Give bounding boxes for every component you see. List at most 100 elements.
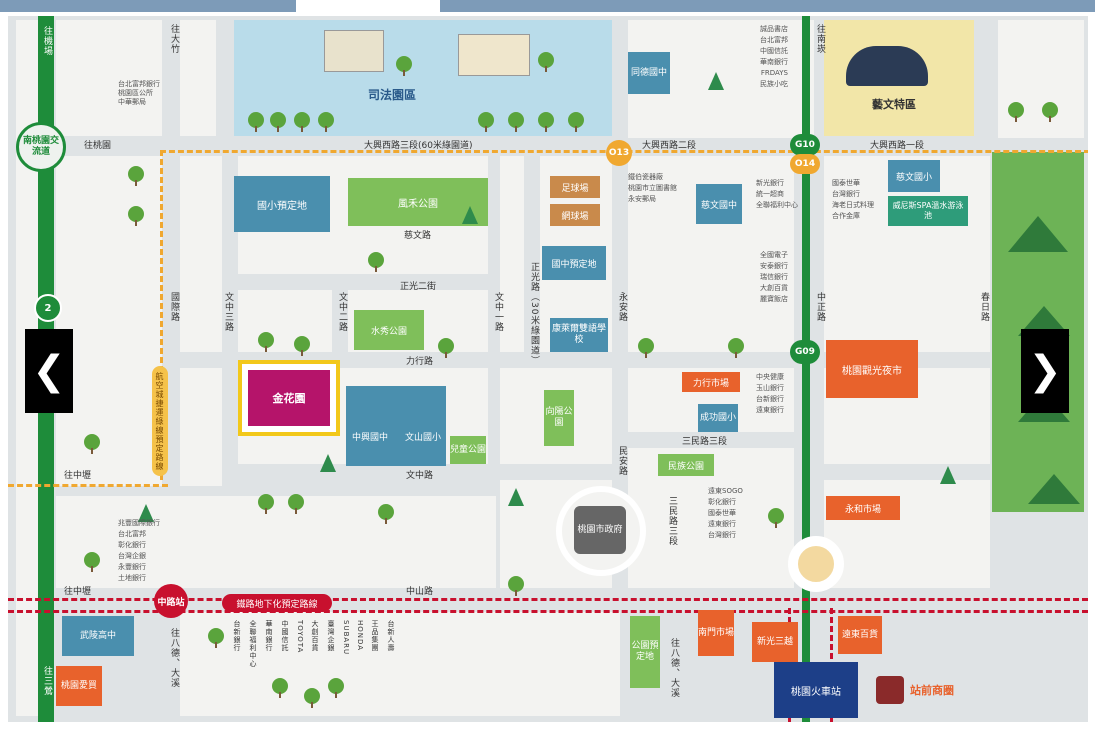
tree-icon xyxy=(538,52,554,72)
tongde-school[interactable]: 同德國中 xyxy=(628,52,670,94)
road-sanmin3-v: 三民路三段 xyxy=(667,496,677,546)
road-bade-2: 往八德、大溪 xyxy=(669,638,679,698)
city-hall[interactable]: 桃園市政府 xyxy=(574,506,626,554)
chevron-right-icon: ❯ xyxy=(1028,348,1062,394)
tree-icon xyxy=(378,504,394,524)
project-label[interactable]: 金花園 xyxy=(248,370,330,426)
taoyuan-station[interactable]: 桃園火車站 xyxy=(774,662,858,718)
tree-icon xyxy=(538,112,554,132)
tree-icon xyxy=(248,112,264,132)
jh-land[interactable]: 國中預定地 xyxy=(542,246,606,280)
prev-button[interactable]: ❮ xyxy=(25,329,73,413)
road-airport-label: 往機場 xyxy=(42,26,52,56)
judicial-label: 司法園區 xyxy=(368,88,417,102)
shuixiu-park[interactable]: 水秀公園 xyxy=(354,310,424,350)
pine-icon xyxy=(462,206,478,224)
national-land[interactable]: 國小預定地 xyxy=(234,176,330,232)
minzu-park[interactable]: 民族公園 xyxy=(658,454,714,476)
road-sanying-label: 往三鶯 xyxy=(42,666,52,696)
poi-ciwen-area: 鐵伯瓷器廠桃園市立圖書館永安郵局 xyxy=(628,173,677,203)
train-icon xyxy=(876,676,904,704)
ciwen-jh[interactable]: 慈文國中 xyxy=(696,184,742,224)
tree-icon xyxy=(638,338,654,358)
tree-icon xyxy=(768,508,784,528)
project-frame[interactable]: 金花園 xyxy=(238,360,340,436)
pine-icon xyxy=(138,504,154,522)
orange-route-tag xyxy=(152,366,168,476)
road-wenzhong3: 文中三路 xyxy=(223,292,233,332)
tree-icon xyxy=(396,56,412,76)
kanglai-school[interactable]: 康萊爾雙語學校 xyxy=(550,318,608,352)
road-to-taoyuan: 往桃園 xyxy=(84,141,112,151)
road-sanmin3: 三民路三段 xyxy=(682,437,728,447)
tree-icon xyxy=(84,434,100,454)
orange-route-bottom xyxy=(8,484,168,487)
map-canvas: 往機場 往三鶯 2 南桃園交流道 航空城捷運綠線預定路線 鐵路地下化預定路線 中… xyxy=(8,16,1088,722)
road-dayou2: 大興西路二段 xyxy=(642,141,697,151)
orange-route-label: 航空城捷運綠線預定路線 xyxy=(155,372,164,471)
kids-park[interactable]: 兒童公園 xyxy=(450,436,486,464)
rail-line-top xyxy=(8,598,1088,601)
station-roundabout xyxy=(788,536,844,592)
mrt-green-line-center xyxy=(802,16,810,722)
road-guoji: 國際路 xyxy=(169,292,179,322)
road-zhengguang2: 正光二街 xyxy=(400,282,437,292)
yonghe-market[interactable]: 永和市場 xyxy=(826,496,900,520)
road-dayou3: 大興西路三段(60米綠園道) xyxy=(364,141,473,151)
pine-icon xyxy=(708,72,724,90)
tree-icon xyxy=(84,552,100,572)
road-minan: 民安路 xyxy=(617,446,627,476)
wuling-hs[interactable]: 武陵高中 xyxy=(62,616,134,656)
taoyuan-interchange[interactable]: 南桃園交流道 xyxy=(16,122,66,172)
tennis-court[interactable]: 網球場 xyxy=(550,204,600,226)
station-zhonglu[interactable]: 中路站 xyxy=(154,584,188,618)
tree-icon xyxy=(294,112,310,132)
road-dashi: 往大竹 xyxy=(169,24,179,54)
lixing-market[interactable]: 力行市場 xyxy=(682,372,740,392)
judicial-area xyxy=(234,20,612,136)
road-zhengguang: 正光路（30米綠園道） xyxy=(529,262,539,366)
road-to-zhongli-2: 往中壢 xyxy=(64,587,92,597)
tree-icon xyxy=(258,494,274,514)
shinkong[interactable]: 新光三越 xyxy=(752,622,798,662)
road-nankan: 往南崁 xyxy=(815,24,825,54)
tree-icon xyxy=(728,338,744,358)
tree-icon xyxy=(438,338,454,358)
zhongxing-jh[interactable]: 中興國中 xyxy=(346,420,394,452)
road-chunri: 春日路 xyxy=(979,292,989,322)
tree-icon xyxy=(304,688,320,708)
fareast[interactable]: 遠東百貨 xyxy=(838,616,882,654)
nanmen-market[interactable]: 南門市場 xyxy=(698,610,734,656)
tree-icon xyxy=(128,166,144,186)
night-market[interactable]: 桃園觀光夜市 xyxy=(826,340,918,398)
active-tab[interactable] xyxy=(296,0,440,12)
rail-line-bottom xyxy=(8,610,1088,613)
station-g09[interactable]: G09 xyxy=(790,340,820,364)
taoyuan-mall[interactable]: 桃園愛買 xyxy=(56,666,102,706)
poi-left-top: 台北富邦銀行桃園區公所中華郵局 xyxy=(118,80,160,106)
wenshan-ps[interactable]: 文山國小 xyxy=(400,420,446,452)
courthouse-icon xyxy=(324,30,384,72)
road-wenzhong: 文中路 xyxy=(406,471,434,481)
park-land[interactable]: 公園預定地 xyxy=(630,616,660,688)
poi-bottom-banks: 兆豐國際銀行台北富邦彰化銀行台灣企銀永豐銀行土地銀行 xyxy=(118,519,160,582)
ciwen-ps[interactable]: 慈文國小 xyxy=(888,160,940,192)
road-zhongzheng: 中正路 xyxy=(815,292,825,322)
venice-pool[interactable]: 威尼斯SPA溫水游泳池 xyxy=(888,196,968,226)
station-2[interactable]: 2 xyxy=(34,294,62,322)
chenggong-ps[interactable]: 成功國小 xyxy=(698,404,738,432)
station-o14[interactable]: O14 xyxy=(790,154,820,174)
football-field[interactable]: 足球場 xyxy=(550,176,600,198)
station-o13[interactable]: O13 xyxy=(606,140,632,166)
xiangyang-park[interactable]: 向陽公園 xyxy=(544,390,574,446)
road-lixing: 力行路 xyxy=(406,357,434,367)
orange-route-left xyxy=(160,150,163,480)
tree-icon xyxy=(258,332,274,352)
station-g10[interactable]: G10 xyxy=(790,134,820,156)
poi-venice-left: 國泰世華台灣銀行海老日式料理合作金庫 xyxy=(832,179,874,220)
road-dayou1: 大興西路一段 xyxy=(870,141,925,151)
road-ciwen: 慈文路 xyxy=(404,231,432,241)
next-button[interactable]: ❯ xyxy=(1021,329,1069,413)
